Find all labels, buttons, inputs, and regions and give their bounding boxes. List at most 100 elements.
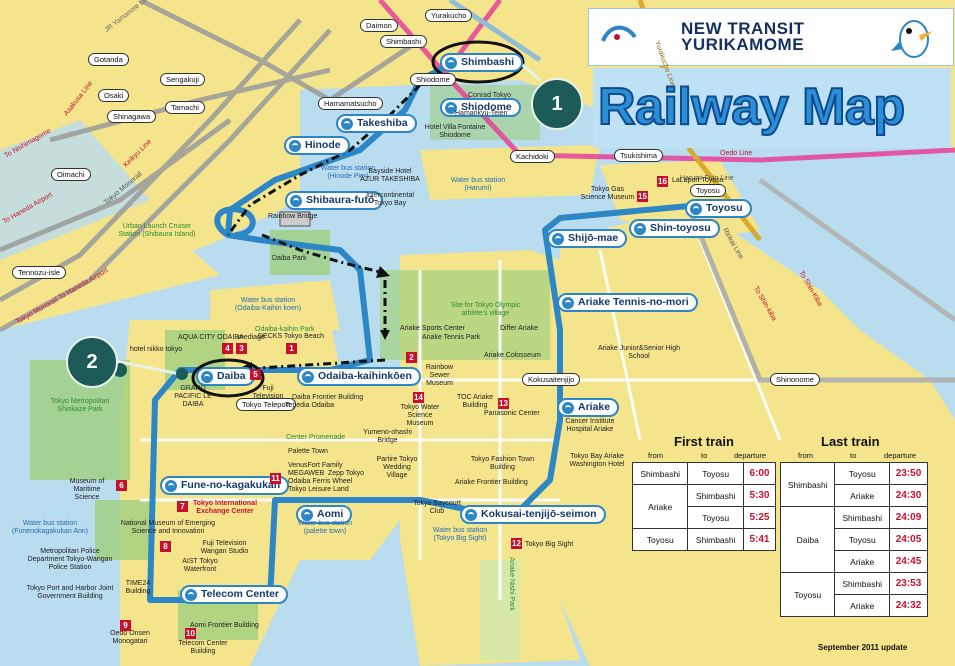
place-baycourt: Tokyo Baycourt Club [413,500,461,515]
station-shijo-mae[interactable]: Shijō-mae [547,229,628,248]
place-fashion-town: Tokyo Fashion Town Building [470,456,535,471]
pill-yurakucho[interactable]: Yurakucho [425,9,473,22]
station-odaiba-kaihinkoen[interactable]: Odaiba-kaihinkōen [297,367,421,386]
pill-shinagawa[interactable]: Shinagawa [107,110,157,123]
num-1: 1 [286,343,297,354]
place-lalaport: LaLaport Toyosu [672,177,724,184]
pill-kachidoki[interactable]: Kachidoki [510,150,555,163]
label-harumi-futo: Harumi Futo Line [680,175,734,182]
place-mediage: mediage [238,334,265,341]
place-sports-center: Ariake Sports Center [400,325,465,332]
last-train-title: Last train [821,434,880,449]
place-rainbow-bridge: Rainbow Bridge [268,213,318,220]
num-7: 7 [177,501,188,512]
place-big-sight: Tokyo Big Sight [525,541,574,548]
place-tennis-park: Ariake Tennis Park [422,334,481,341]
station-fune-no-kagakukan[interactable]: Fune-no-kagakukan [160,476,290,495]
pill-daimon[interactable]: Daimon [360,19,398,32]
place-ariake-nishi-park: Ariake Nishi Park [507,557,515,611]
place-aist: AIST Tokyo Waterfront [182,558,218,573]
num-5: 5 [250,369,261,380]
place-port-building: Tokyo Port and Harbor Joint Government B… [26,585,114,600]
place-conrad: Conrad Tokyo [468,92,512,99]
place-oedo-onsen: Oedo Onsen Monogatari [110,630,150,645]
pill-kokusaitenjijo[interactable]: Kokusaitenjijo [522,373,581,386]
station-shimbashi[interactable]: Shimbashi [440,53,524,72]
station-shiodome[interactable]: Shiodome [440,98,521,117]
place-aqua-city: AQUA CITY ODAIBA [178,334,244,341]
place-zepp: Zepp Tokyo [328,470,365,477]
pill-sengakuji[interactable]: Sengakuji [160,73,205,86]
first-header-from: from [648,451,663,460]
pill-toyosu[interactable]: Toyosu [690,184,726,197]
station-ariake[interactable]: Ariake [557,398,620,417]
yurikamome-logo-icon [601,25,637,42]
station-daiba[interactable]: Daiba [196,367,255,386]
station-ariake-tennis-no-mori[interactable]: Ariake Tennis-no-mori [557,293,698,312]
pill-tennozu-isle[interactable]: Tennozu-isle [12,266,67,279]
place-miraikan: National Museum of Emerging Science and … [120,520,216,535]
yurikamome-station-icon [562,401,574,414]
pill-tsukishima[interactable]: Tsukishima [614,149,664,162]
place-ariake-frontier: Ariake Frontier Building [455,479,528,486]
yurikamome-station-icon [185,588,197,601]
place-water-science: Tokyo Water Science Museum [400,404,440,427]
place-sewer-museum: Rainbow Sewer Museum [425,364,454,387]
station-toyosu[interactable]: Toyosu [685,199,752,218]
seagull-mascot-icon [891,20,933,58]
place-venusfort: VenusFort Family [288,462,343,469]
pill-tokyo-teleport[interactable]: Tokyo Teleport [236,398,297,411]
place-intercontinental: Intercontinental Tokyo Bay [366,192,414,207]
pill-gotanda[interactable]: Gotanda [88,53,129,66]
pill-osaki[interactable]: Osaki [98,89,130,102]
place-azur: Bayside Hotel AZUR TAKESHIBA [360,168,420,183]
yurikamome-station-icon [634,222,646,235]
marker-1: 1 [531,78,583,130]
station-aomi[interactable]: Aomi [296,505,353,524]
station-telecom-center[interactable]: Telecom Center [180,585,288,604]
place-wangan-studio: Fuji Television Wangan Studio [200,540,249,555]
title-background [593,68,951,148]
pill-shimbashi[interactable]: Shimbashi [380,35,428,48]
pill-oimachi[interactable]: Oimachi [51,168,91,181]
first-header-to: to [701,451,708,460]
place-partire: Partire Tokyo Wedding Village [376,456,418,479]
yurikamome-station-icon [562,296,574,309]
station-kokusai-tenjijo-seimon[interactable]: Kokusai-tenjijō-seimon [460,505,606,524]
place-grand-pacific: GRAND PACIFIC LE DAIBA [174,385,212,408]
place-villa-fontaine: Hotel Villa Fontaine Shiodome [424,124,486,139]
place-panasonic: Panasonic Center [484,410,540,417]
place-daiba-park: Daiba Park [272,255,307,262]
yurikamome-station-icon [341,117,353,130]
station-shin-toyosu[interactable]: Shin-toyosu [629,219,720,238]
pill-tamachi[interactable]: Tamachi [165,101,205,114]
place-toc-ariake: TOC Ariake Building [456,394,494,409]
num-14: 14 [413,392,424,403]
place-megaweb: MEGAWEB [288,470,325,477]
yurikamome-station-icon [552,232,564,245]
pill-shinonome[interactable]: Shinonome [770,373,820,386]
update-note: September 2011 update [818,643,908,652]
first-train-title: First train [674,434,734,449]
place-daiba-frontier: Daiba Frontier Building [292,394,364,401]
waterbus-hinode: Water bus station (Hinode Pier) [320,165,376,180]
yurikamome-station-icon [690,202,702,215]
place-police: Metropolitan Police Department Tokyo-Wan… [27,548,113,571]
pill-hamamatsucho[interactable]: Hamamatsucho [318,97,383,110]
yurikamome-station-icon [165,479,177,492]
num-10: 10 [185,628,196,639]
yurikamome-station-icon [302,370,314,383]
station-takeshiba[interactable]: Takeshiba [336,114,417,133]
station-hinode[interactable]: Hinode [284,136,350,155]
station-shibaura-futo[interactable]: Shibaura-futō [285,191,384,210]
place-ariake-school: Ariake Junior&Senior High School [597,345,681,360]
waterbus-funenokagakukan: Water bus station (Funenokagakukan Ann) [11,520,89,535]
pill-shiodome[interactable]: Shiodome [410,73,456,86]
place-hotel-nikko: hotel nikko tokyo [130,346,183,353]
